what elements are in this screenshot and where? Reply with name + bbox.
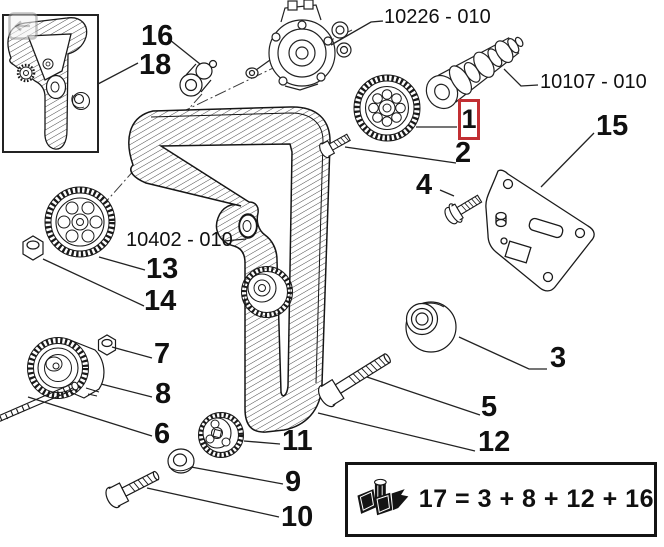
- callout-1-label: 1: [461, 104, 477, 134]
- bolt-2-drawing: [319, 133, 351, 159]
- camshaft-sprocket-drawing: [353, 74, 421, 142]
- callout-4[interactable]: 4: [416, 169, 433, 201]
- camshaft-drawing: [425, 36, 524, 110]
- inset-idler-drawing: [71, 91, 91, 111]
- parts-kit-icon: [357, 478, 409, 515]
- bolt-10-drawing: [105, 470, 160, 509]
- kit-legend-box: 17 = 3 + 8 + 12 + 16: [345, 462, 657, 537]
- part-number-injection-pump: 10226 - 010: [384, 6, 491, 28]
- callout-7[interactable]: 7: [154, 338, 171, 370]
- inset-belt-drawing: [7, 17, 88, 150]
- plug-16-drawing: [179, 59, 218, 97]
- kit-formula: 17 = 3 + 8 + 12 + 16: [418, 485, 654, 513]
- timing-belt-drawing: [128, 106, 331, 433]
- tensioner-8-drawing: [27, 337, 105, 399]
- part-number-timing-belt: 10402 - 010: [126, 229, 233, 251]
- callout-18[interactable]: 18: [139, 49, 172, 81]
- bolt-5-drawing: [317, 353, 391, 408]
- callout-10[interactable]: 10: [281, 501, 314, 533]
- callout-16[interactable]: 16: [141, 20, 174, 52]
- bolt-4-drawing: [444, 194, 483, 225]
- callout-11[interactable]: 11: [282, 425, 313, 457]
- idler-3-drawing: [405, 301, 457, 353]
- seal-9-drawing: [167, 448, 195, 474]
- part-number-camshaft: 10107 - 010: [540, 71, 647, 93]
- callout-1-highlighted[interactable]: 1: [458, 99, 480, 140]
- callout-2[interactable]: 2: [455, 137, 472, 169]
- gear-13-drawing: [44, 186, 116, 258]
- callout-13[interactable]: 13: [146, 253, 179, 285]
- callout-6[interactable]: 6: [154, 418, 171, 450]
- injection-pump-drawing: [245, 0, 352, 91]
- callout-8[interactable]: 8: [155, 378, 172, 410]
- nut-14-drawing: [22, 235, 44, 261]
- inset-tensioner-drawing: [16, 63, 36, 83]
- crank-sprocket-11-drawing: [198, 412, 244, 458]
- stud-6-drawing: [0, 381, 79, 422]
- callout-15[interactable]: 15: [596, 110, 629, 142]
- callout-3[interactable]: 3: [550, 342, 567, 374]
- leader-lines: [27, 20, 595, 518]
- back-arrow-icon[interactable]: [8, 12, 38, 45]
- nut-7-drawing: [97, 334, 117, 356]
- bracket-15-drawing: [485, 169, 595, 292]
- callout-9[interactable]: 9: [285, 466, 302, 498]
- callout-14[interactable]: 14: [144, 285, 177, 317]
- callout-12[interactable]: 12: [478, 426, 511, 458]
- cam-sprocket-2-drawing: [241, 266, 293, 318]
- callout-5[interactable]: 5: [481, 391, 498, 423]
